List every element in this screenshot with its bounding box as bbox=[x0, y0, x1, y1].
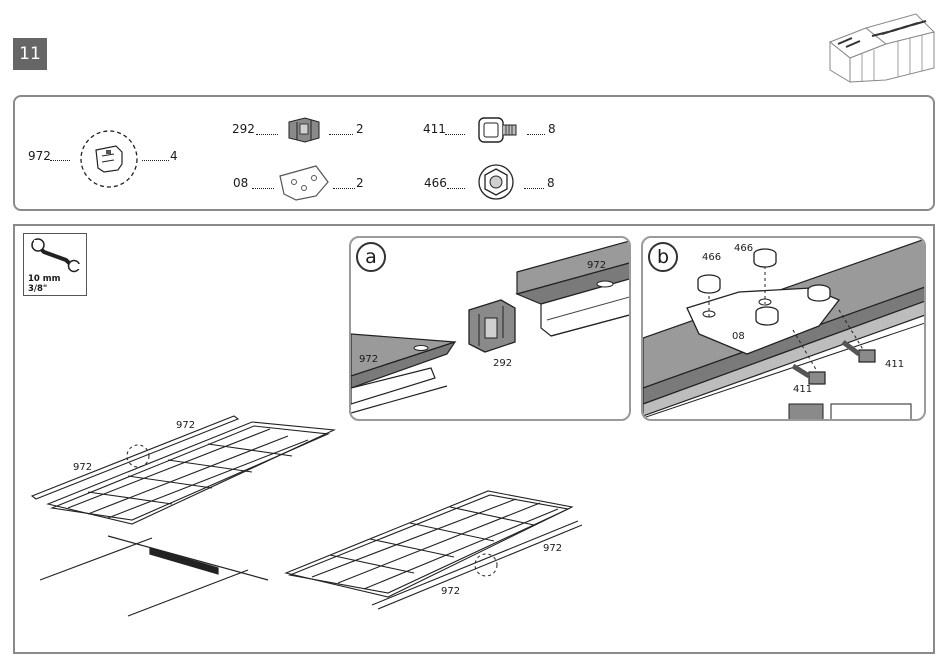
part-code-292: 292 bbox=[232, 122, 255, 136]
label-profile-972-top: 972 bbox=[587, 260, 606, 271]
plate-icon bbox=[276, 160, 332, 204]
label-bolt-411-right: 411 bbox=[885, 359, 904, 370]
leader-line bbox=[445, 134, 465, 135]
plate-bolting-illustration bbox=[643, 238, 926, 421]
label-profile-972-left: 972 bbox=[359, 354, 378, 365]
label-nut-466-left: 466 bbox=[702, 252, 721, 263]
label-nut-466-right: 466 bbox=[734, 243, 753, 254]
step-number-badge: 11 bbox=[13, 38, 47, 70]
leader-line bbox=[524, 188, 544, 189]
leader-line bbox=[447, 188, 465, 189]
panel-letter-a: a bbox=[356, 242, 386, 272]
leader-line bbox=[527, 134, 545, 135]
part-code-466: 466 bbox=[424, 176, 447, 190]
leader-line bbox=[256, 134, 278, 135]
label-plate-08: 08 bbox=[732, 331, 745, 342]
detail-panel-a: a 972 972 292 bbox=[349, 236, 631, 421]
part-qty-08: 2 bbox=[356, 176, 364, 190]
part-code-411: 411 bbox=[423, 122, 446, 136]
clip-icon bbox=[283, 114, 325, 144]
label-clip-292: 292 bbox=[493, 358, 512, 369]
greenhouse-icon bbox=[826, 10, 938, 85]
tool-size-metric: 10 mm bbox=[28, 274, 61, 284]
label-bolt-411-left: 411 bbox=[793, 384, 812, 395]
label-overview-972-right: 972 bbox=[543, 543, 562, 554]
tool-indicator: 10 mm 3/8" bbox=[23, 233, 87, 296]
part-code-972: 972 bbox=[28, 149, 51, 163]
part-qty-411: 8 bbox=[548, 122, 556, 136]
detail-panel-b: b 466 466 08 411 411 bbox=[641, 236, 926, 421]
leader-line bbox=[252, 188, 274, 189]
part-qty-292: 2 bbox=[356, 122, 364, 136]
tool-size-imperial: 3/8" bbox=[28, 284, 47, 294]
bolt-icon bbox=[476, 114, 520, 146]
parts-list bbox=[13, 95, 935, 211]
part-qty-972: 4 bbox=[170, 149, 178, 163]
part-qty-466: 8 bbox=[547, 176, 555, 190]
wrench-icon bbox=[30, 238, 82, 272]
part-code-08: 08 bbox=[233, 176, 248, 190]
leader-line bbox=[333, 188, 355, 189]
connector-bracket-icon bbox=[78, 128, 140, 190]
label-overview-972-bottom: 972 bbox=[441, 586, 460, 597]
panel-letter-b: b bbox=[648, 242, 678, 272]
leader-line bbox=[329, 134, 353, 135]
leader-line bbox=[142, 160, 169, 161]
label-overview-972-top: 972 bbox=[176, 420, 195, 431]
label-overview-972-left: 972 bbox=[73, 462, 92, 473]
nut-icon bbox=[476, 162, 516, 202]
leader-line bbox=[50, 160, 70, 161]
